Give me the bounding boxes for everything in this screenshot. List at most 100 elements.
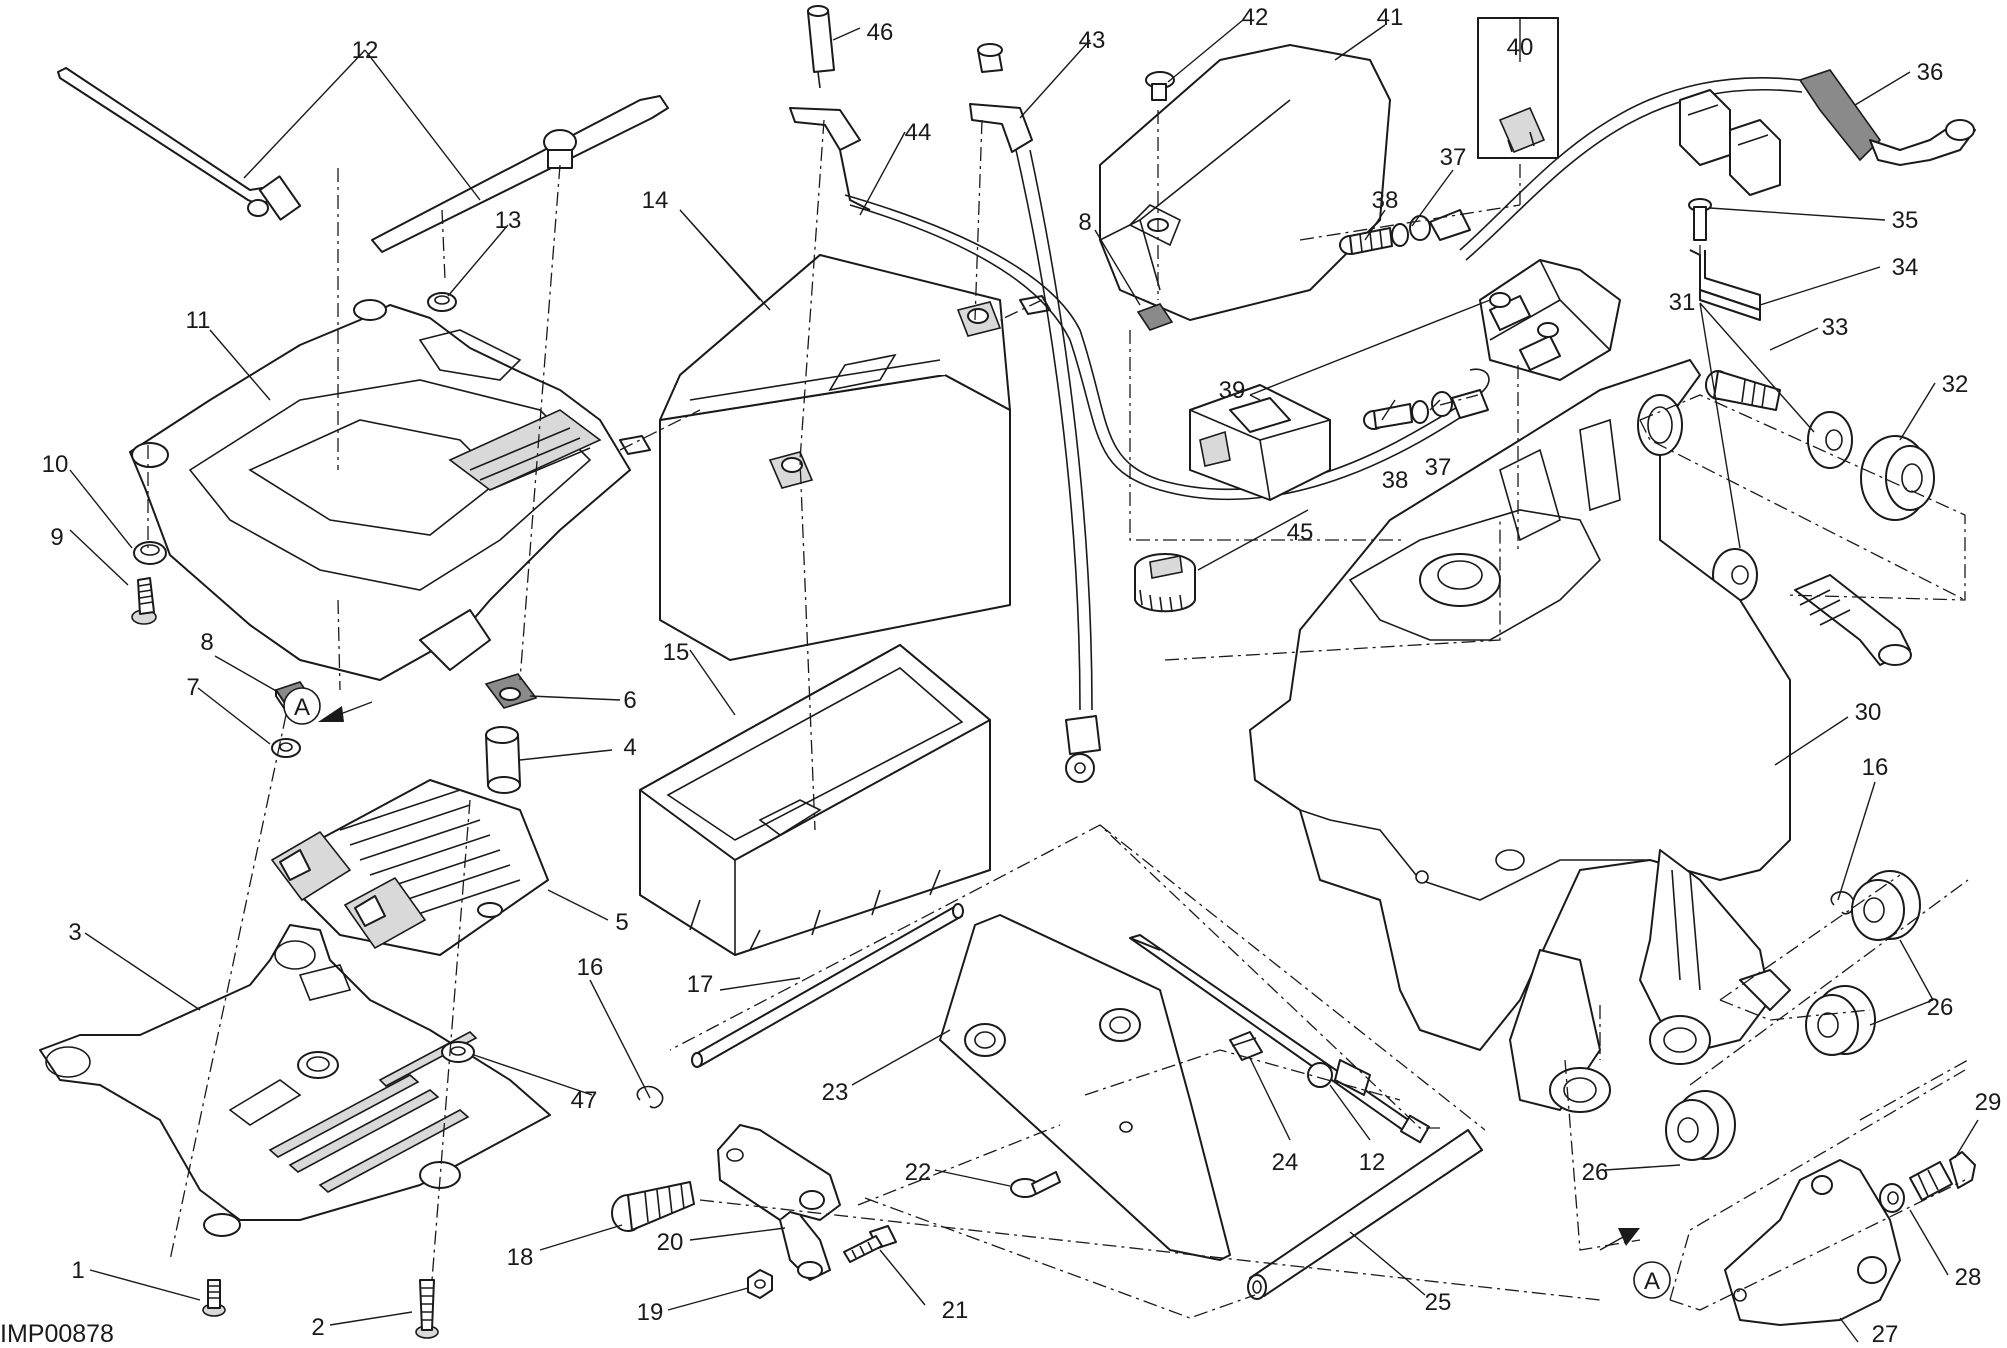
bushing-26-c (1665, 1090, 1736, 1161)
clip-16-left (636, 1085, 664, 1109)
stud-31 (1794, 574, 1912, 666)
clip-nut-6 (484, 673, 538, 709)
callout-6: 6 (623, 687, 636, 714)
callout-5: 5 (615, 909, 628, 936)
washer-10 (133, 541, 167, 565)
callout-45: 45 (1287, 519, 1314, 546)
washer-7 (271, 738, 301, 758)
screw-22 (1010, 1171, 1061, 1198)
bushing-26-b (1805, 985, 1876, 1056)
callout-43: 43 (1079, 27, 1106, 54)
callout-7: 7 (186, 674, 199, 701)
view-marker-right: A (1644, 1268, 1660, 1295)
callout-37-lower: 37 (1425, 454, 1452, 481)
cable-tie-upper-left (57, 67, 302, 221)
bolt-18 (611, 1181, 695, 1232)
callout-2: 2 (311, 1314, 324, 1341)
starter-relay-39 (1479, 259, 1621, 381)
callout-labels: 12 13 11 10 9 8 7 6 4 5 3 47 1 2 IMP0087… (0, 4, 2001, 1348)
callout-34: 34 (1892, 254, 1919, 281)
callout-15: 15 (663, 639, 690, 666)
callout-9: 9 (50, 524, 63, 551)
callout-40: 40 (1507, 34, 1534, 61)
callout-16-right: 16 (1862, 754, 1889, 781)
callout-25: 25 (1425, 1289, 1452, 1316)
cover-41 (1099, 44, 1391, 321)
bushing-26-a (1851, 870, 1921, 941)
nut-19 (747, 1269, 773, 1299)
callout-14: 14 (642, 187, 669, 214)
plate-23 (939, 914, 1231, 1261)
screw-42 (1145, 71, 1175, 101)
bolt-21 (843, 1225, 897, 1263)
callout-21: 21 (942, 1297, 969, 1324)
bracket-20 (717, 1124, 841, 1281)
callout-41: 41 (1377, 4, 1404, 31)
standoff-46 (807, 5, 835, 89)
washer-47 (441, 1041, 475, 1063)
callout-38-upper: 38 (1372, 187, 1399, 214)
washer-31-upper (1807, 411, 1853, 469)
callout-3: 3 (68, 919, 81, 946)
callout-39: 39 (1219, 377, 1246, 404)
screw-35 (1688, 198, 1712, 241)
washer-37-upper (1391, 209, 1471, 247)
screw-38-upper (1339, 227, 1393, 255)
washer-28 (1879, 1183, 1905, 1213)
screw-9 (131, 577, 157, 625)
leader-lines (69, 18, 1979, 1343)
grommet-32 (1860, 435, 1935, 521)
bolt-on-terminal (977, 43, 1003, 73)
callout-1: 1 (71, 1257, 84, 1284)
callout-36: 36 (1917, 59, 1944, 86)
callout-47: 47 (571, 1087, 598, 1114)
battery-box-15 (639, 644, 991, 956)
callout-12: 12 (352, 37, 379, 64)
callout-27: 27 (1872, 1321, 1899, 1348)
battery-14 (659, 254, 1011, 661)
positive-cable-36 (1459, 69, 1976, 261)
fuse-holders-34 (1679, 89, 1781, 196)
callout-8-right: 8 (1078, 209, 1091, 236)
callout-31: 31 (1669, 289, 1696, 316)
regulator-tray (129, 299, 631, 681)
view-arrow-right: A (1599, 1228, 1671, 1299)
callout-23: 23 (822, 1079, 849, 1106)
callout-18: 18 (507, 1244, 534, 1271)
callout-22: 22 (905, 1159, 932, 1186)
callout-13: 13 (495, 207, 522, 234)
tube-25 (1247, 1129, 1483, 1300)
callout-29: 29 (1975, 1089, 2002, 1116)
callout-30: 30 (1855, 699, 1882, 726)
callout-4: 4 (623, 734, 636, 761)
callout-32: 32 (1942, 371, 1969, 398)
voltage-regulator-5 (270, 779, 549, 956)
callout-46: 46 (867, 19, 894, 46)
mounting-plate-3 (39, 924, 551, 1237)
callout-28: 28 (1955, 1264, 1982, 1291)
callout-12-lower: 12 (1359, 1149, 1386, 1176)
fuse-40-box (1477, 17, 1559, 159)
clip-24 (1229, 1031, 1263, 1061)
callout-17: 17 (687, 971, 714, 998)
callout-42: 42 (1242, 4, 1269, 31)
rod-17 (691, 903, 964, 1068)
callout-35: 35 (1892, 207, 1919, 234)
frame-support-30 (1249, 359, 1791, 1113)
callout-38-lower: 38 (1382, 467, 1409, 494)
callout-16-left: 16 (577, 954, 604, 981)
spacer-4 (485, 726, 521, 794)
screw-1 (202, 1279, 226, 1317)
callout-44: 44 (905, 119, 932, 146)
callout-11: 11 (186, 307, 211, 334)
battery-cable-43 (969, 103, 1101, 783)
clip-16-right (1830, 891, 1856, 915)
relay-cover-39 (1189, 384, 1331, 501)
callout-19: 19 (637, 1299, 664, 1326)
clip-nut-8-right (1136, 303, 1174, 331)
view-marker-left: A (294, 694, 310, 721)
bolt-29 (1909, 1151, 1976, 1201)
cap-45 (1134, 553, 1196, 613)
plate-27 (1724, 1159, 1901, 1326)
assembly-lines (147, 110, 1969, 1319)
